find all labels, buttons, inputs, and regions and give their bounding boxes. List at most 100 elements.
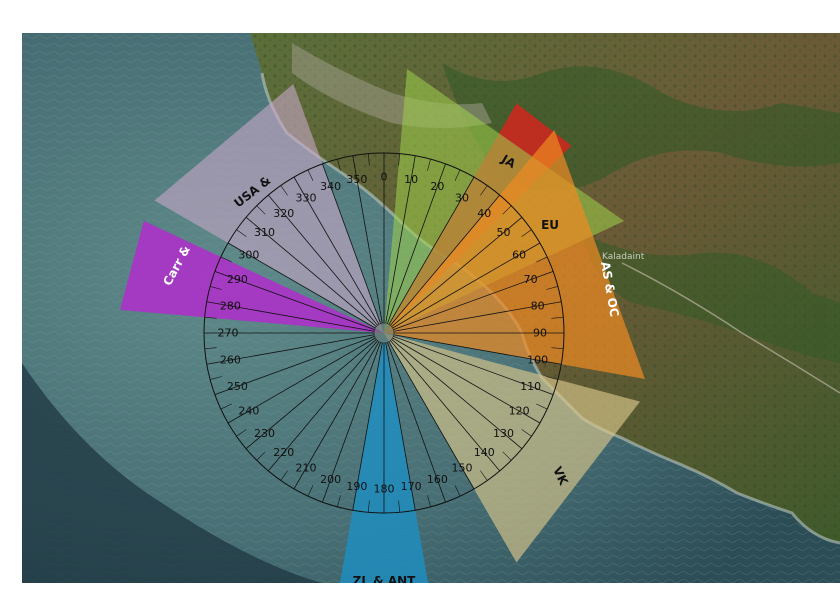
degree-label-110: 110 [520,380,541,393]
tick-65 [536,256,548,263]
place-label: Kaladaint [602,252,645,262]
tick-305 [236,229,247,237]
tick-135 [502,451,512,461]
degree-label-210: 210 [296,462,317,475]
degree-label-90: 90 [533,327,547,340]
spoke-10 [385,155,416,324]
spoke-260 [206,334,375,365]
sector-as-oc [384,129,645,380]
tick-225 [256,451,266,461]
degree-label-60: 60 [512,249,526,262]
spoke-80 [393,301,562,332]
spoke-170 [385,342,416,511]
sector-usa [154,83,384,333]
tick-105 [546,376,558,380]
spoke-300 [227,242,376,329]
spoke-330 [293,176,380,325]
degree-label-120: 120 [509,405,530,418]
spoke-340 [322,163,381,324]
degree-label-180: 180 [374,483,395,496]
spoke-60 [392,242,541,329]
degree-label-70: 70 [524,273,538,286]
road [621,262,840,394]
degree-label-0: 0 [381,171,388,184]
tick-145 [480,470,488,481]
tick-195 [337,495,341,507]
tick-275 [204,317,217,319]
sector-vk [384,333,640,563]
degree-label-300: 300 [238,249,259,262]
tick-245 [220,403,232,410]
spoke-280 [206,301,375,332]
spoke-290 [214,271,375,330]
spoke-110 [393,336,554,395]
tick-75 [546,286,558,290]
spoke-150 [388,341,475,490]
degree-label-340: 340 [320,180,341,193]
degree-label-200: 200 [320,473,341,486]
tick-335 [307,169,314,181]
tick-165 [427,495,431,507]
degree-label-220: 220 [273,446,294,459]
spoke-20 [387,163,446,324]
sectors-layer [120,69,645,583]
spoke-200 [322,342,381,503]
tick-255 [210,376,222,380]
spoke-240 [227,337,376,424]
degree-label-100: 100 [527,354,548,367]
spoke-350 [352,155,383,324]
tick-5 [398,153,400,166]
tick-25 [454,169,461,181]
tick-315 [256,205,266,215]
spoke-160 [387,342,446,503]
tick-185 [368,500,370,513]
tick-45 [502,205,512,215]
spoke-190 [352,342,383,511]
spoke-230 [245,339,377,450]
spoke-140 [390,340,501,472]
spoke-130 [391,339,523,450]
degree-label-170: 170 [401,480,422,493]
degree-label-250: 250 [227,380,248,393]
tick-125 [521,429,532,437]
degree-label-290: 290 [227,273,248,286]
tick-115 [536,403,548,410]
degree-label-30: 30 [455,191,469,204]
deep-water [22,363,322,583]
spoke-320 [267,194,378,326]
tick-235 [236,429,247,437]
degree-label-190: 190 [346,480,367,493]
tick-265 [204,347,217,349]
sector-label-zl-ant: ZL & ANT [353,574,416,583]
spoke-210 [293,341,380,490]
degree-label-330: 330 [296,191,317,204]
tick-175 [398,500,400,513]
degree-label-230: 230 [254,427,275,440]
spoke-30 [388,176,475,325]
tick-85 [551,317,564,319]
degree-label-260: 260 [220,354,241,367]
spoke-70 [393,271,554,330]
spoke-250 [214,336,375,395]
degree-label-240: 240 [238,405,259,418]
sector-label-ja: JA [498,151,518,171]
degree-label-20: 20 [430,180,444,193]
degree-label-160: 160 [427,473,448,486]
tick-355 [368,153,370,166]
tick-295 [220,256,232,263]
sector-label-eu: EU [541,218,559,232]
degree-label-40: 40 [477,207,491,220]
tick-215 [280,470,288,481]
tick-345 [337,159,341,171]
tick-55 [521,229,532,237]
degree-label-50: 50 [497,226,511,239]
sector-carr [120,221,384,333]
spoke-50 [391,216,523,327]
tick-155 [454,485,461,497]
spoke-120 [392,337,541,424]
spoke-40 [390,194,501,326]
degree-label-270: 270 [218,327,239,340]
tick-15 [427,159,431,171]
